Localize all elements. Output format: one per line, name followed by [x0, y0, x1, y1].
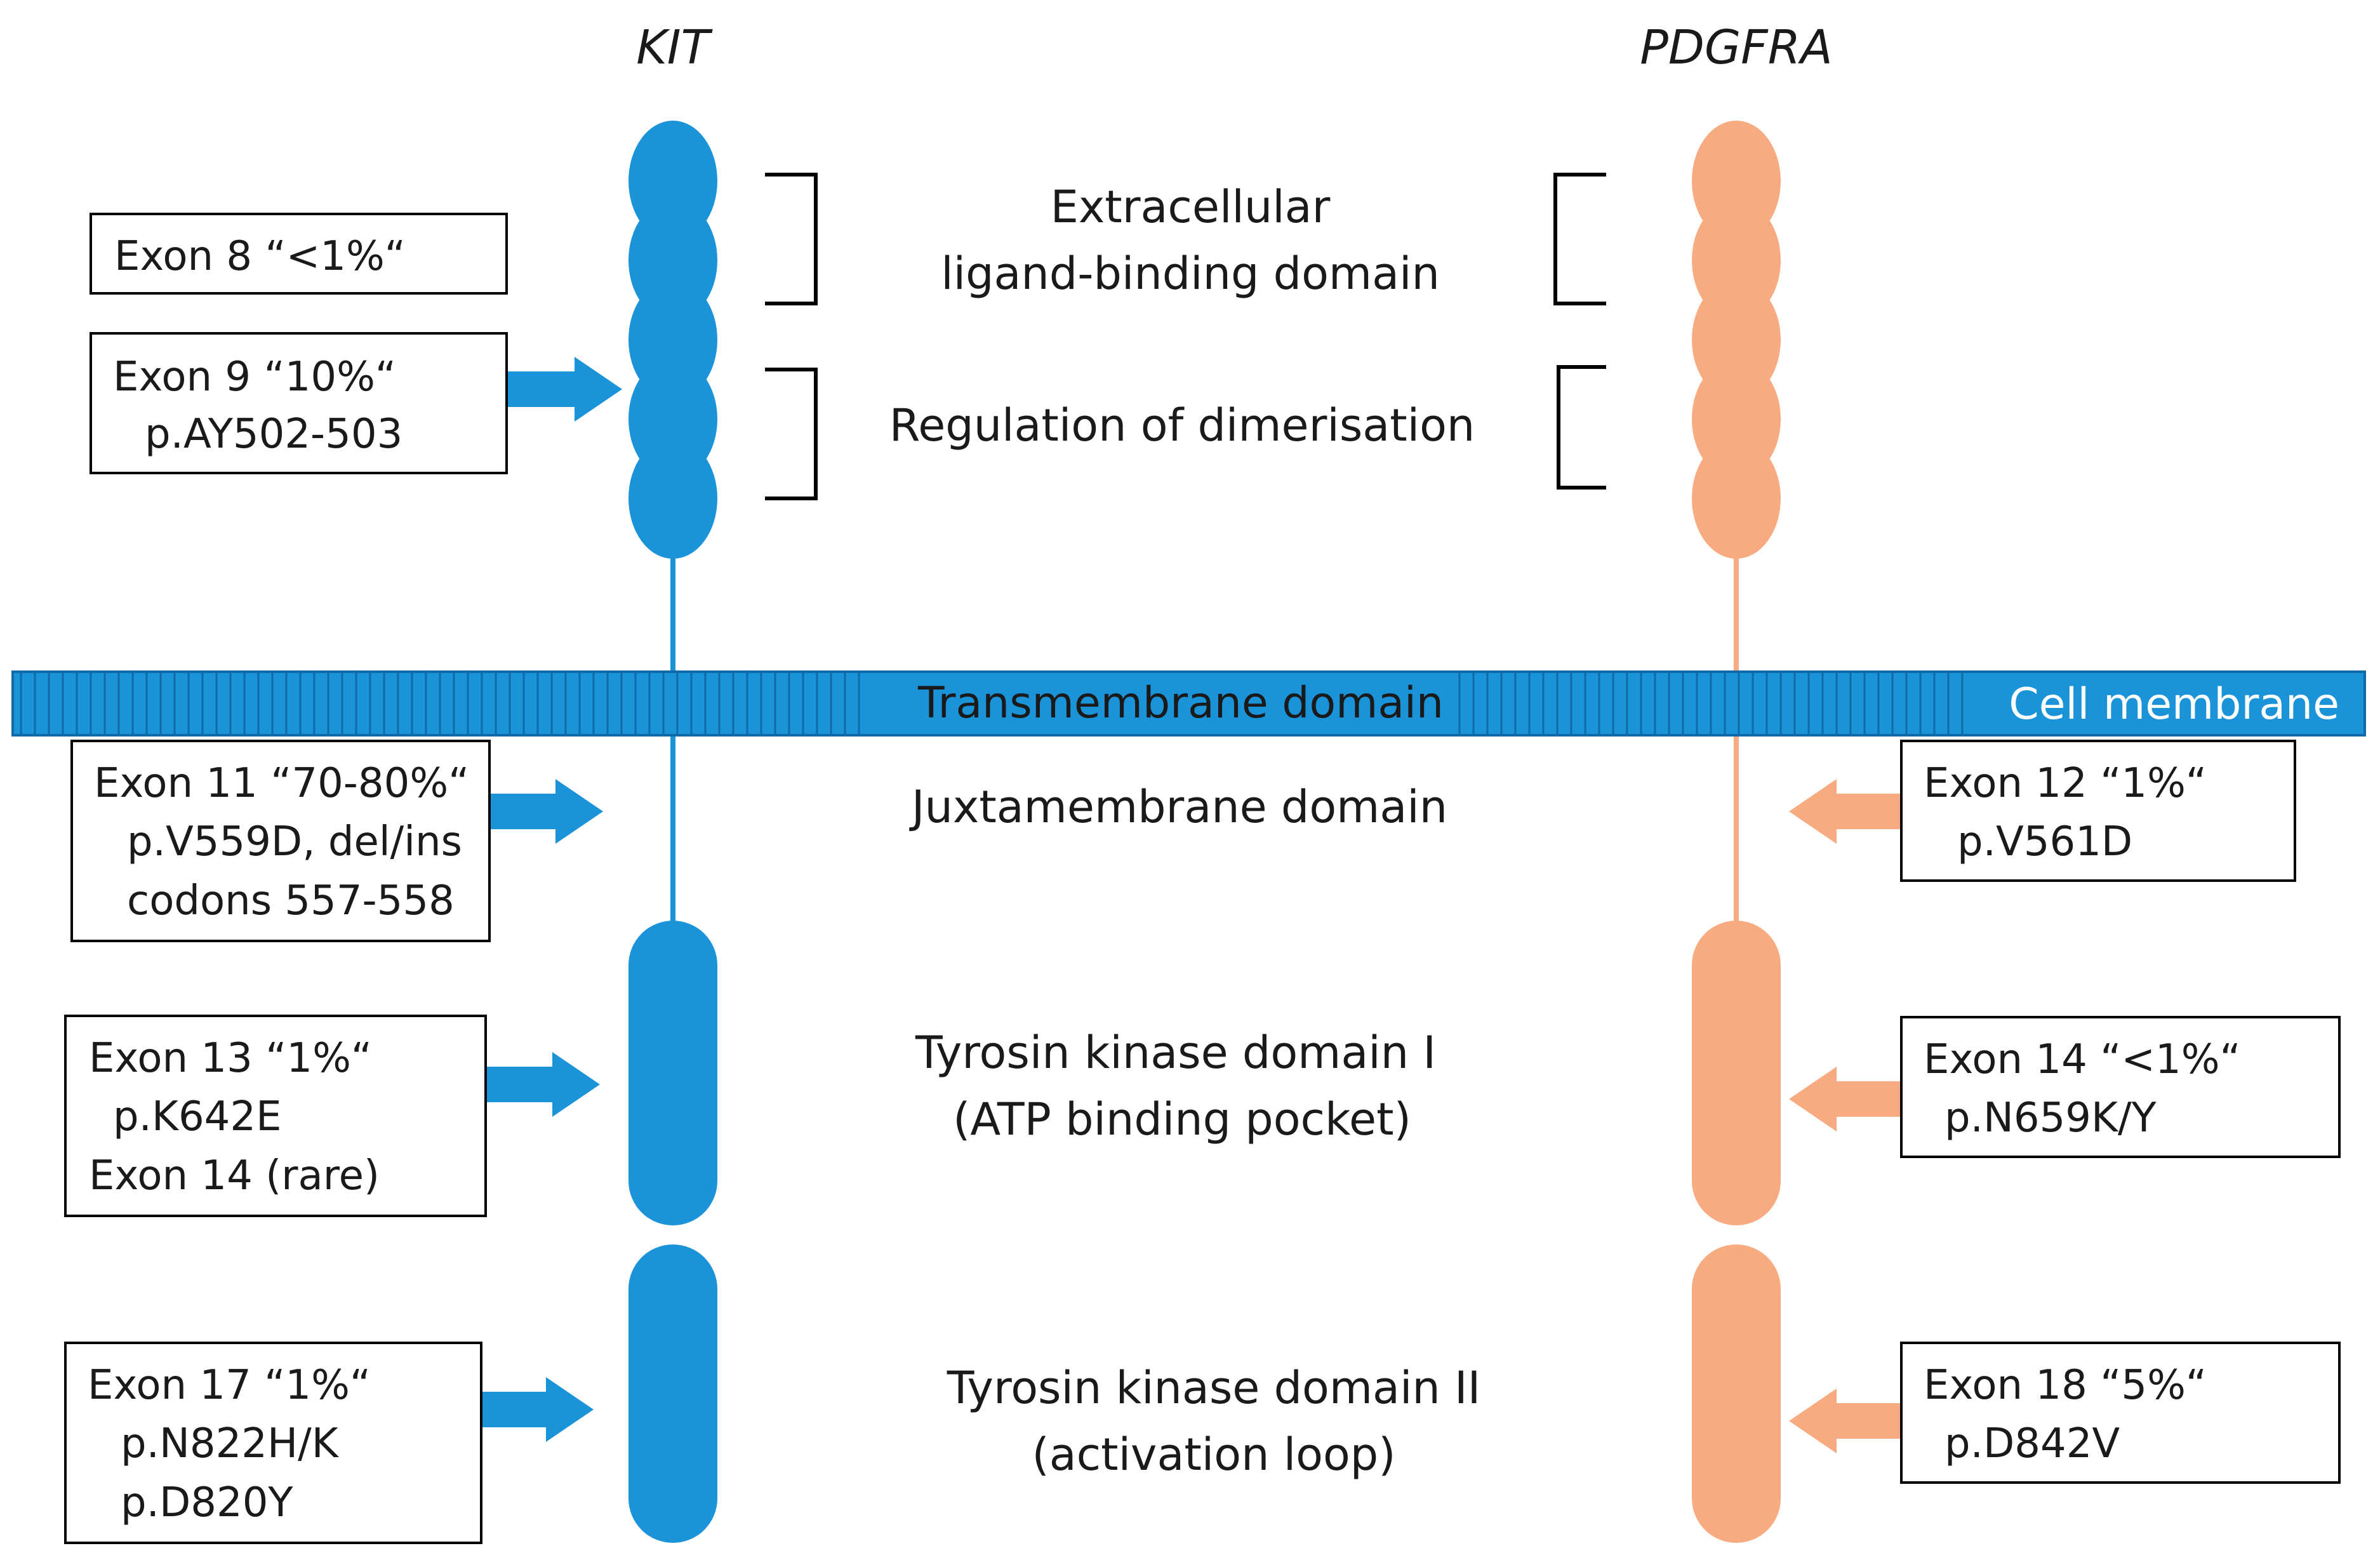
juxtamembrane-label: Juxtamembrane domain — [909, 781, 1447, 833]
extracellular-label-line1: Extracellular — [1051, 181, 1331, 233]
kit-exon17-box: Exon 17 “1%“ p.N822H/K p.D820Y — [64, 1342, 482, 1544]
tk2-label-line1: Tyrosin kinase domain II — [947, 1362, 1481, 1414]
pdgfra-exon18-box: Exon 18 “5%“ p.D842V — [1900, 1342, 2341, 1484]
kit-exon17-line3: p.D820Y — [121, 1479, 293, 1526]
pdgfra-exon14-arrow — [1789, 1067, 1900, 1131]
kit-exon9-line2: p.AY502-503 — [145, 411, 402, 458]
tk1-label-line1: Tyrosin kinase domain I — [915, 1027, 1436, 1079]
kit-exon13-line1: Exon 13 “1%“ — [89, 1035, 372, 1082]
kit-exon11-line2: p.V559D, del/ins — [127, 818, 462, 865]
kit-exon8-line1: Exon 8 “<1%“ — [114, 233, 406, 280]
cell-membrane — [11, 670, 2366, 737]
kit-extracellular-bracket — [765, 173, 818, 305]
pdgfra-exon18-line1: Exon 18 “5%“ — [1924, 1362, 2207, 1409]
kit-exon8-box: Exon 8 “<1%“ — [90, 213, 508, 295]
pdgfra-exon12-line2: p.V561D — [1957, 818, 2132, 865]
pdgfra-extracellular-bracket — [1553, 173, 1606, 305]
tk1-label-line2: (ATP binding pocket) — [953, 1093, 1411, 1145]
kit-exon17-line1: Exon 17 “1%“ — [88, 1362, 371, 1409]
kit-exon17-arrow — [482, 1377, 594, 1442]
pdgfra-gene-title: PDGFRA — [1640, 20, 1833, 75]
kit-exon9-arrow — [508, 357, 622, 422]
pdgfra-receptor — [1692, 121, 1781, 1543]
pdgfra-exon14-line2: p.N659K/Y — [1945, 1095, 2157, 1142]
kit-receptor — [628, 121, 717, 1543]
kit-exon13-arrow — [487, 1052, 600, 1117]
kit-exon17-line2: p.N822H/K — [121, 1420, 340, 1467]
pdgfra-exon12-line1: Exon 12 “1%“ — [1924, 760, 2207, 807]
extracellular-label-line2: ligand-binding domain — [941, 248, 1440, 300]
pdgfra-exon18-line2: p.D842V — [1945, 1420, 2120, 1467]
kit-exon11-line1: Exon 11 “70-80%“ — [94, 760, 469, 807]
cell-membrane-label: Cell membrane — [2009, 679, 2339, 730]
dimerisation-label: Regulation of dimerisation — [889, 399, 1475, 451]
kit-exon11-line3: codons 557-558 — [127, 877, 455, 924]
pdgfra-dimerisation-bracket — [1557, 365, 1606, 490]
pdgfra-exon12-box: Exon 12 “1%“ p.V561D — [1900, 740, 2296, 882]
kit-gene-title: KIT — [636, 20, 713, 75]
kit-exon9-box: Exon 9 “10%“ p.AY502-503 — [90, 332, 508, 474]
pdgfra-exon14-line1: Exon 14 “<1%“ — [1924, 1036, 2241, 1083]
kit-exon11-arrow — [491, 779, 603, 844]
kit-dimerisation-bracket — [765, 368, 818, 500]
kit-exon13-line3: Exon 14 (rare) — [89, 1152, 380, 1199]
kit-exon13-line2: p.K642E — [113, 1093, 282, 1140]
pdgfra-exon12-arrow — [1789, 779, 1900, 844]
kit-exon11-box: Exon 11 “70-80%“ p.V559D, del/ins codons… — [70, 740, 491, 942]
pdgfra-exon18-arrow — [1789, 1389, 1900, 1453]
transmembrane-label: Transmembrane domain — [917, 678, 1444, 728]
kit-exon13-box: Exon 13 “1%“ p.K642E Exon 14 (rare) — [64, 1015, 487, 1217]
tk2-label-line2: (activation loop) — [1032, 1429, 1395, 1481]
pdgfra-exon14-box: Exon 14 “<1%“ p.N659K/Y — [1900, 1016, 2341, 1158]
kit-exon9-line1: Exon 9 “10%“ — [113, 354, 396, 401]
